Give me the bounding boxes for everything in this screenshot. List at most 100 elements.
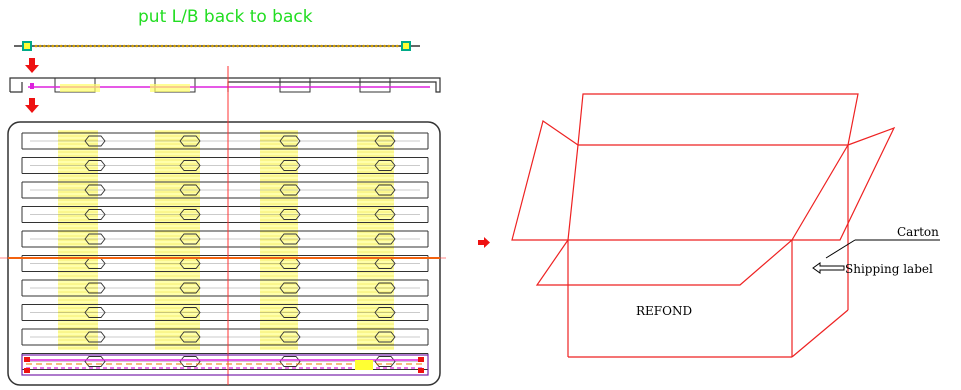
- bar-dot: [143, 44, 147, 48]
- bar-dot: [156, 44, 160, 48]
- bar-dot: [387, 44, 391, 48]
- bar-dot: [395, 44, 399, 48]
- tray-top-view: [0, 66, 446, 386]
- bar-dot: [236, 44, 239, 48]
- box-text: REFOND: [636, 304, 692, 318]
- hollow-left-arrow-icon: [812, 262, 845, 274]
- bar-dot: [185, 44, 189, 48]
- bar-dot: [274, 44, 277, 48]
- bar-end-right: [401, 41, 411, 51]
- tray-row: [21, 328, 429, 346]
- bar-dot: [383, 44, 386, 48]
- bottom-light-bar-strip: [21, 354, 429, 376]
- bar-dot: [194, 44, 197, 48]
- bar-dot: [43, 44, 46, 48]
- bar-dot: [148, 44, 151, 48]
- shipping-label-callout: Shipping label: [812, 262, 933, 276]
- bar-dot: [253, 44, 256, 48]
- bar-dot: [114, 44, 118, 48]
- bar-dot: [89, 44, 92, 48]
- bar-dot: [164, 44, 168, 48]
- bar-dot: [307, 44, 311, 48]
- bar-dot: [59, 44, 63, 48]
- bar-dot: [177, 44, 181, 48]
- carton-drawing: [511, 93, 896, 358]
- bar-dot: [38, 44, 42, 48]
- tray-row: [21, 279, 429, 297]
- bar-dot: [34, 44, 38, 48]
- bar-dot: [227, 44, 231, 48]
- bar-dot: [349, 44, 353, 48]
- bar-dot: [316, 44, 319, 48]
- bar-dot: [261, 44, 265, 48]
- bar-dot: [320, 44, 323, 48]
- bar-dot: [198, 44, 202, 48]
- bar-dot: [160, 44, 164, 48]
- bar-dot: [51, 44, 55, 48]
- bar-dot: [286, 44, 290, 48]
- instruction-title: put L/B back to back: [138, 7, 313, 27]
- bar-dot: [328, 44, 332, 48]
- bar-dot: [282, 44, 286, 48]
- bar-dot: [337, 44, 340, 48]
- bar-dot: [127, 44, 130, 48]
- bar-dot: [219, 44, 223, 48]
- bar-dot: [240, 44, 244, 48]
- bar-dot: [295, 44, 298, 48]
- bar-dot: [118, 44, 122, 48]
- light-bar-pair: [14, 41, 420, 51]
- bar-dot: [135, 44, 139, 48]
- bar-dot: [211, 44, 214, 48]
- bar-dot: [181, 44, 185, 48]
- bar-dot: [265, 44, 269, 48]
- bar-dot: [391, 44, 395, 48]
- bar-dot: [202, 44, 206, 48]
- carton-label: Carton: [897, 225, 939, 239]
- bar-dot: [324, 44, 328, 48]
- right-arrow-icon: [478, 237, 490, 248]
- bar-dot: [332, 44, 336, 48]
- bar-dot: [215, 44, 218, 48]
- tray-row: [21, 132, 429, 150]
- bar-dot: [93, 44, 97, 48]
- bar-dot: [68, 44, 71, 48]
- bar-dot: [139, 44, 143, 48]
- bar-dot: [131, 44, 134, 48]
- bar-dot: [122, 44, 126, 48]
- bar-dot: [110, 44, 113, 48]
- bar-dot: [345, 44, 349, 48]
- bar-dot: [311, 44, 315, 48]
- pocket-column: [58, 130, 98, 350]
- bar-dot: [80, 44, 84, 48]
- bar-dot: [190, 44, 193, 48]
- bar-dot: [72, 44, 76, 48]
- shipping-label-text: Shipping label: [845, 262, 933, 276]
- tray-row: [21, 206, 429, 223]
- bar-dot: [248, 44, 252, 48]
- bar-dot: [152, 44, 155, 48]
- bar-dot: [269, 44, 273, 48]
- bar-dot: [362, 44, 365, 48]
- bar-dot: [47, 44, 50, 48]
- bar-dot: [101, 44, 105, 48]
- bar-dot: [206, 44, 210, 48]
- bar-dot: [232, 44, 235, 48]
- pocket-columns: [58, 130, 394, 350]
- tray-row: [21, 230, 429, 248]
- tray-row: [21, 157, 429, 174]
- down-arrow-icon: [25, 58, 39, 73]
- tray-row: [21, 304, 429, 321]
- bar-dot: [169, 44, 172, 48]
- bar-dot: [76, 44, 80, 48]
- pocket-column: [155, 130, 200, 350]
- bar-dot: [366, 44, 370, 48]
- bar-dot: [303, 44, 307, 48]
- bar-dot: [278, 44, 281, 48]
- bar-dot: [97, 44, 101, 48]
- bar-dot: [106, 44, 109, 48]
- bar-dot: [64, 44, 67, 48]
- bar-dot: [85, 44, 88, 48]
- bar-dot: [379, 44, 382, 48]
- bar-dot: [223, 44, 227, 48]
